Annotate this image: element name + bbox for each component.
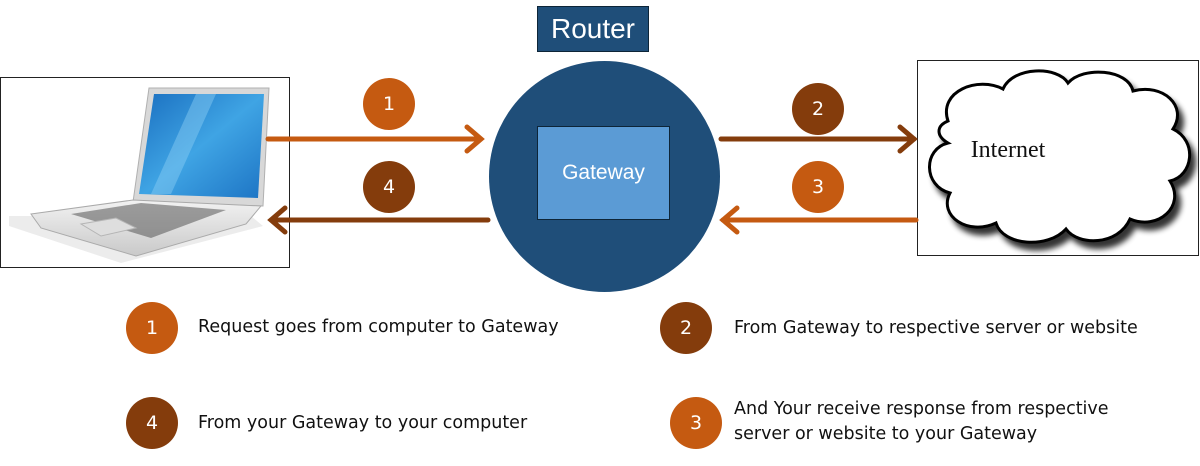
gateway-box: Gateway [537,126,670,220]
flow-badge-3-number: 3 [811,176,825,198]
legend-badge-1: 1 [126,302,178,354]
legend-text-1: Request goes from computer to Gateway [198,317,559,337]
laptop-icon [9,87,270,263]
legend-badge-3-number: 3 [689,412,703,434]
flow-badge-1: 1 [363,78,415,130]
computer-frame [0,77,290,268]
legend-text-3: And Your receive response from respectiv… [734,397,1109,447]
legend-badge-4-number: 4 [145,412,159,434]
legend-badge-2: 2 [660,302,712,354]
legend-badge-1-number: 1 [145,317,159,339]
router-title: Router [537,6,649,52]
flow-badge-1-number: 1 [382,93,396,115]
arrow-step1 [265,124,485,154]
legend-text-2: From Gateway to respective server or web… [734,318,1138,338]
legend-badge-2-number: 2 [679,317,693,339]
internet-label: Internet [970,137,1046,163]
legend-text-4: From your Gateway to your computer [198,413,528,433]
internet-frame: Internet [917,60,1199,256]
flow-badge-2: 2 [792,83,844,135]
legend-text-3-line1: And Your receive response from respectiv… [734,399,1109,419]
legend-text-3-line2: server or website to your Gateway [734,424,1038,444]
flow-badge-3: 3 [792,161,844,213]
legend-badge-4: 4 [126,397,178,449]
flow-badge-4: 4 [363,161,415,213]
gateway-label: Gateway [562,161,645,184]
flow-badge-4-number: 4 [382,176,396,198]
legend-badge-3: 3 [670,397,722,449]
arrow-step2 [718,124,918,154]
flow-badge-2-number: 2 [811,98,825,120]
arrow-step3 [719,205,919,235]
cloud-icon [928,69,1191,244]
arrow-step4 [267,205,491,235]
router-label: Router [550,13,636,44]
